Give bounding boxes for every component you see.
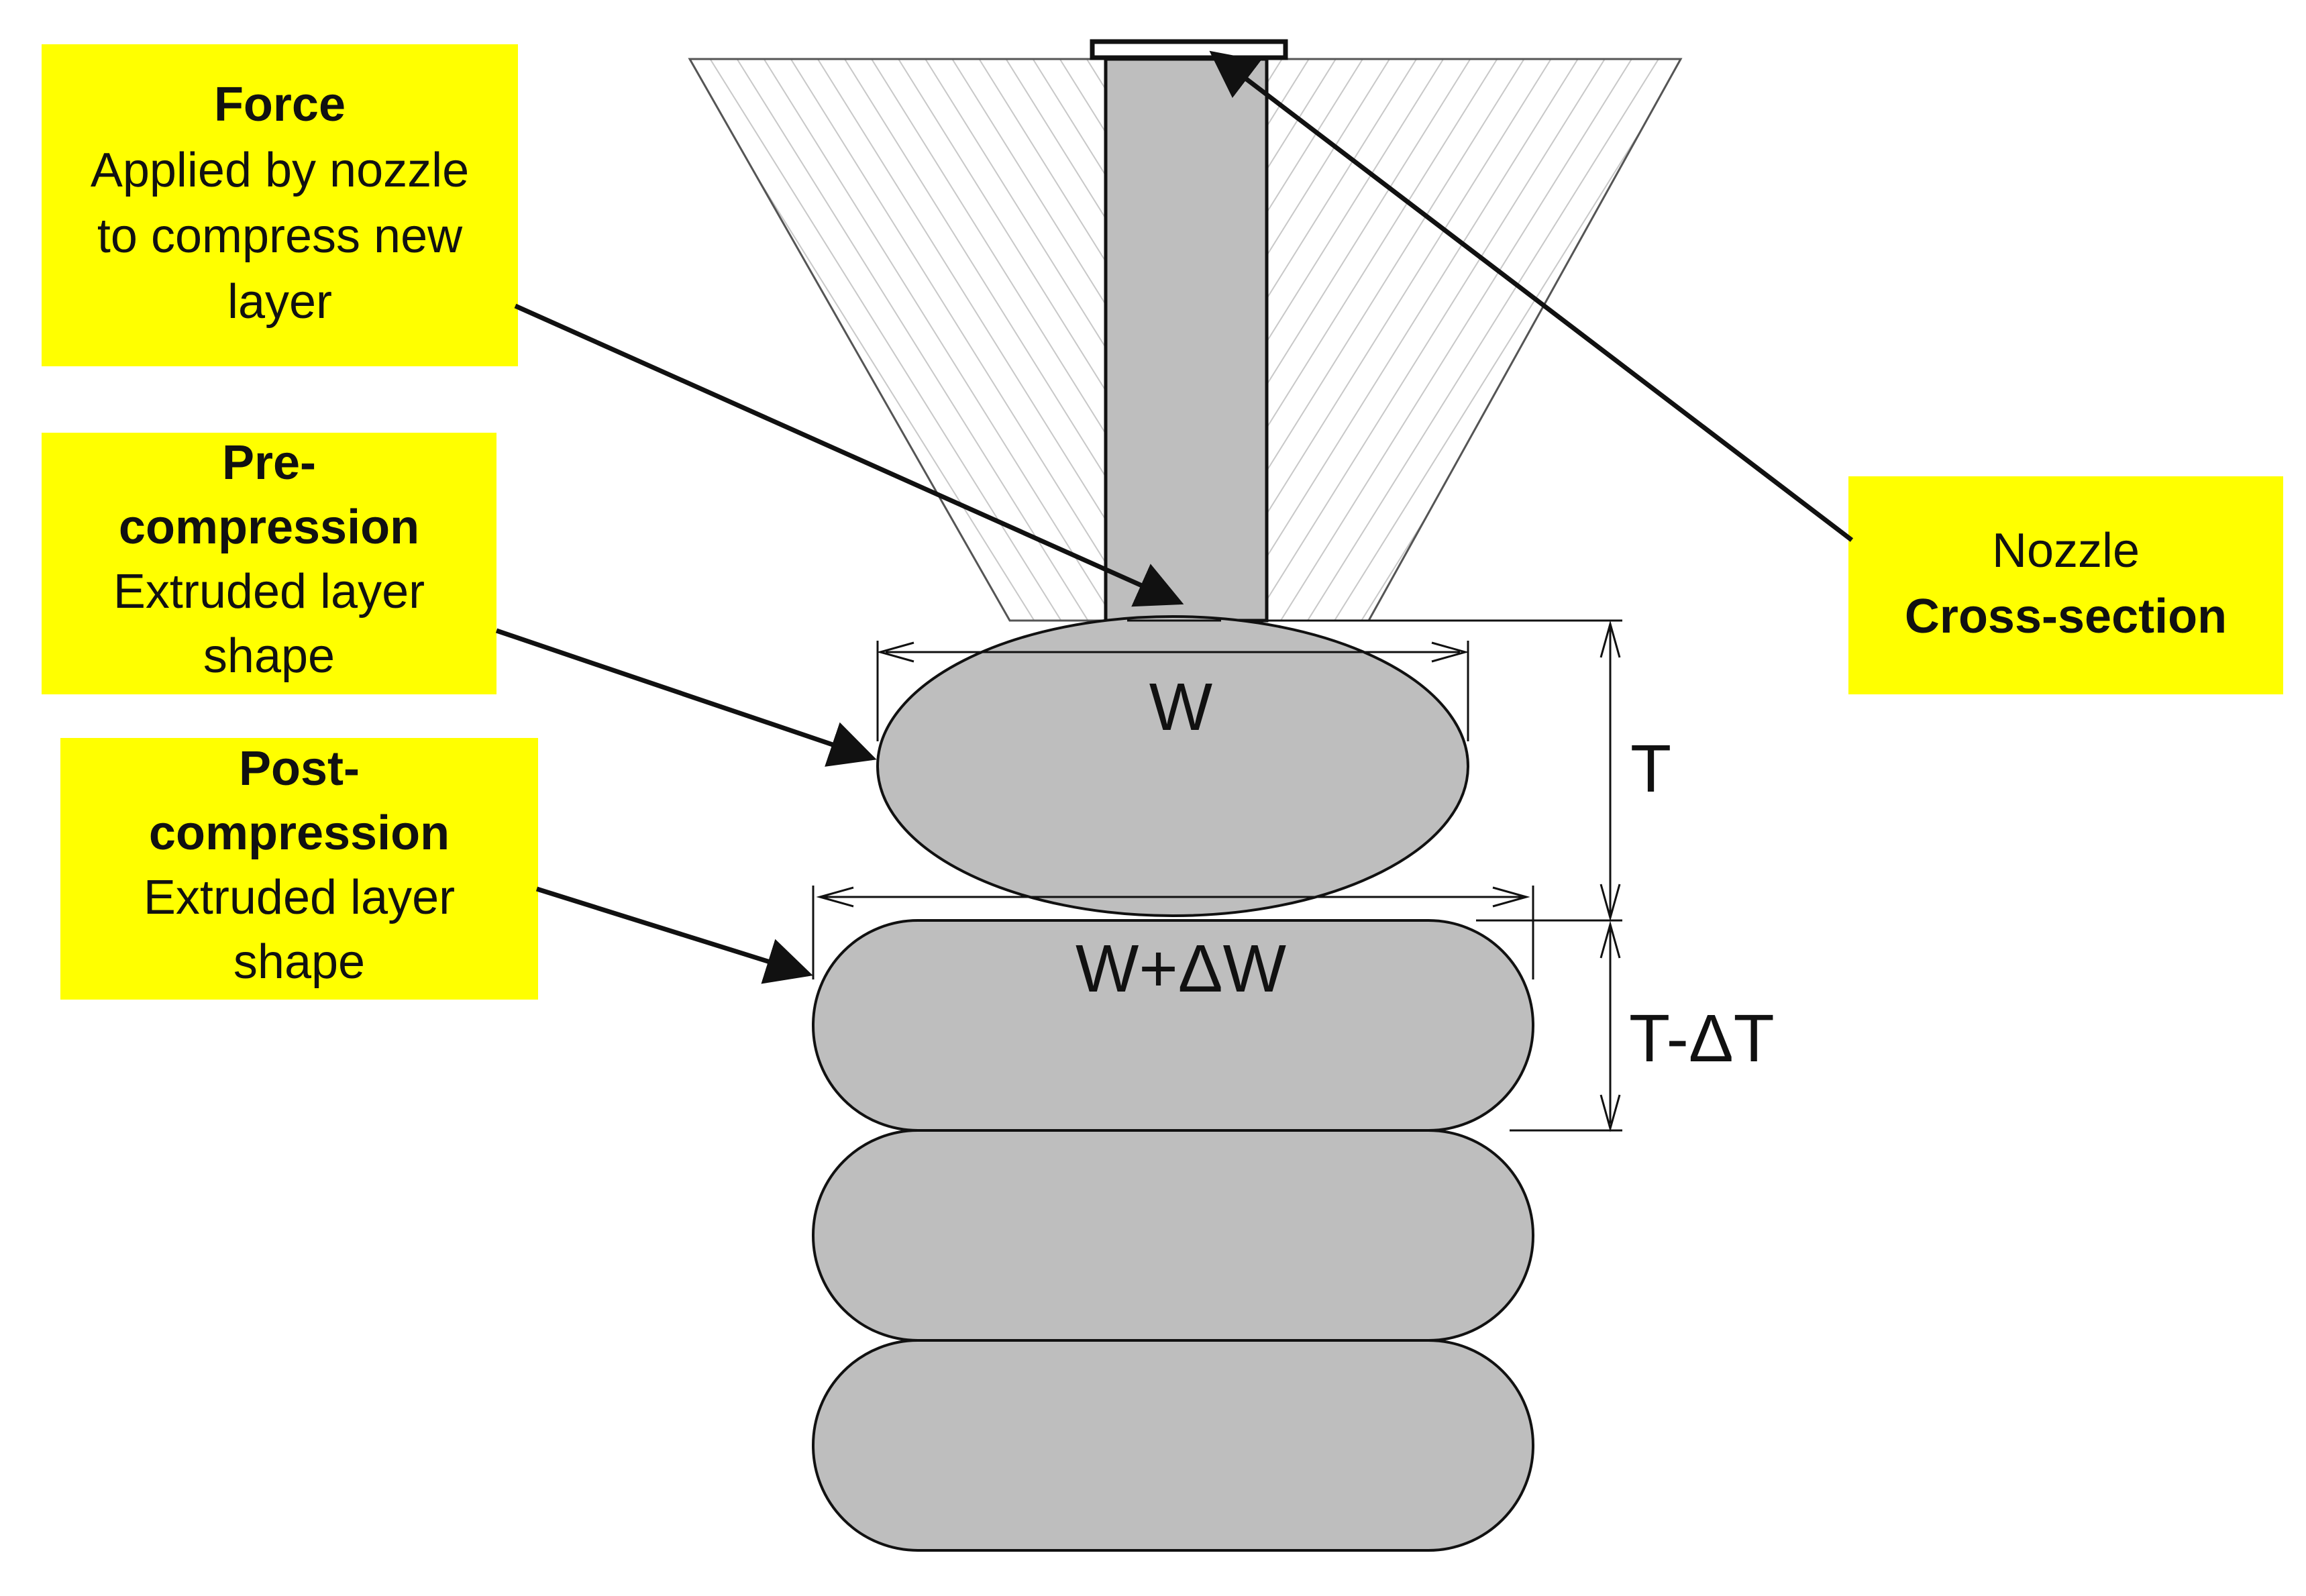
post-compression-title-1: Post- [239, 742, 360, 796]
post-compression-callout: Post- compression Extruded layer shape [60, 738, 538, 1000]
pre-compression-title-1: Pre- [222, 436, 316, 490]
nozzle-callout: Nozzle Cross-section [1848, 476, 2283, 694]
post-compression-title-2: compression [149, 806, 450, 860]
force-line-3: layer [227, 275, 332, 329]
pre-compression-title-2: compression [119, 500, 419, 554]
nozzle-top-cap [1090, 39, 1288, 60]
nozzle-cross-section [688, 39, 1683, 623]
force-title: Force [214, 78, 346, 131]
post-compression-line-1: Extruded layer [144, 871, 455, 924]
thickness-label: T [1630, 731, 1671, 806]
pre-compression-layer [876, 615, 1469, 917]
pre-compression-line-1: Extruded layer [113, 565, 425, 619]
nozzle-callout-box [1848, 476, 2283, 694]
force-line-1: Applied by nozzle [91, 144, 469, 197]
thickness-post-label: T-ΔT [1629, 1001, 1775, 1076]
post-compression-line-2: shape [233, 935, 365, 989]
width-label: W [1149, 670, 1213, 745]
width-post-label: W+ΔW [1076, 931, 1287, 1006]
post-compression-arrow [535, 886, 813, 984]
width-dimension: W [876, 641, 1469, 745]
pre-compression-callout-box [42, 433, 496, 694]
pre-compression-arrow [495, 628, 877, 767]
thickness-post-dimension: T-ΔT [1510, 920, 1775, 1132]
force-line-2: to compress new [97, 209, 463, 263]
force-arrow [514, 303, 1184, 607]
nozzle-callout-line-2: Cross-section [1905, 590, 2227, 643]
pre-compression-line-2: shape [203, 629, 335, 683]
pre-compression-callout: Pre- compression Extruded layer shape [42, 433, 496, 694]
width-post-dimension: W+ΔW [812, 886, 1534, 1006]
stacked-layer [812, 1339, 1534, 1552]
force-callout-box [42, 44, 518, 366]
nozzle-bore [1104, 57, 1269, 623]
post-compression-callout-box [60, 738, 538, 1000]
stacked-layer [812, 1129, 1534, 1342]
force-callout: Force Applied by nozzle to compress new … [42, 44, 518, 366]
nozzle-callout-line-1: Nozzle [1992, 524, 2140, 578]
nozzle-left-wall [688, 58, 1107, 622]
post-compression-layers [812, 919, 1534, 1552]
thickness-dimension: T [1267, 619, 1671, 922]
nozzle-arrow [1209, 50, 1854, 542]
